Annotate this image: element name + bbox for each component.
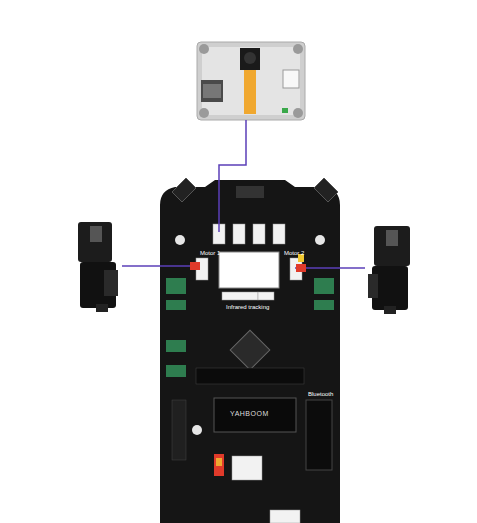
controller-board bbox=[160, 178, 340, 523]
brand-label: YAHBOOM bbox=[230, 410, 269, 417]
connection-wire bbox=[122, 120, 365, 268]
sensor-label: Infrared tracking bbox=[226, 304, 269, 310]
camera-module bbox=[197, 42, 305, 120]
module-label: Bluetooth bbox=[308, 391, 333, 397]
connector-plug bbox=[296, 264, 306, 272]
left-motor bbox=[78, 222, 118, 312]
connector-label: Motor 1 bbox=[200, 250, 220, 256]
connector-label: Motor 2 bbox=[284, 250, 304, 256]
connector-plug bbox=[190, 262, 200, 270]
right-motor bbox=[368, 226, 410, 314]
